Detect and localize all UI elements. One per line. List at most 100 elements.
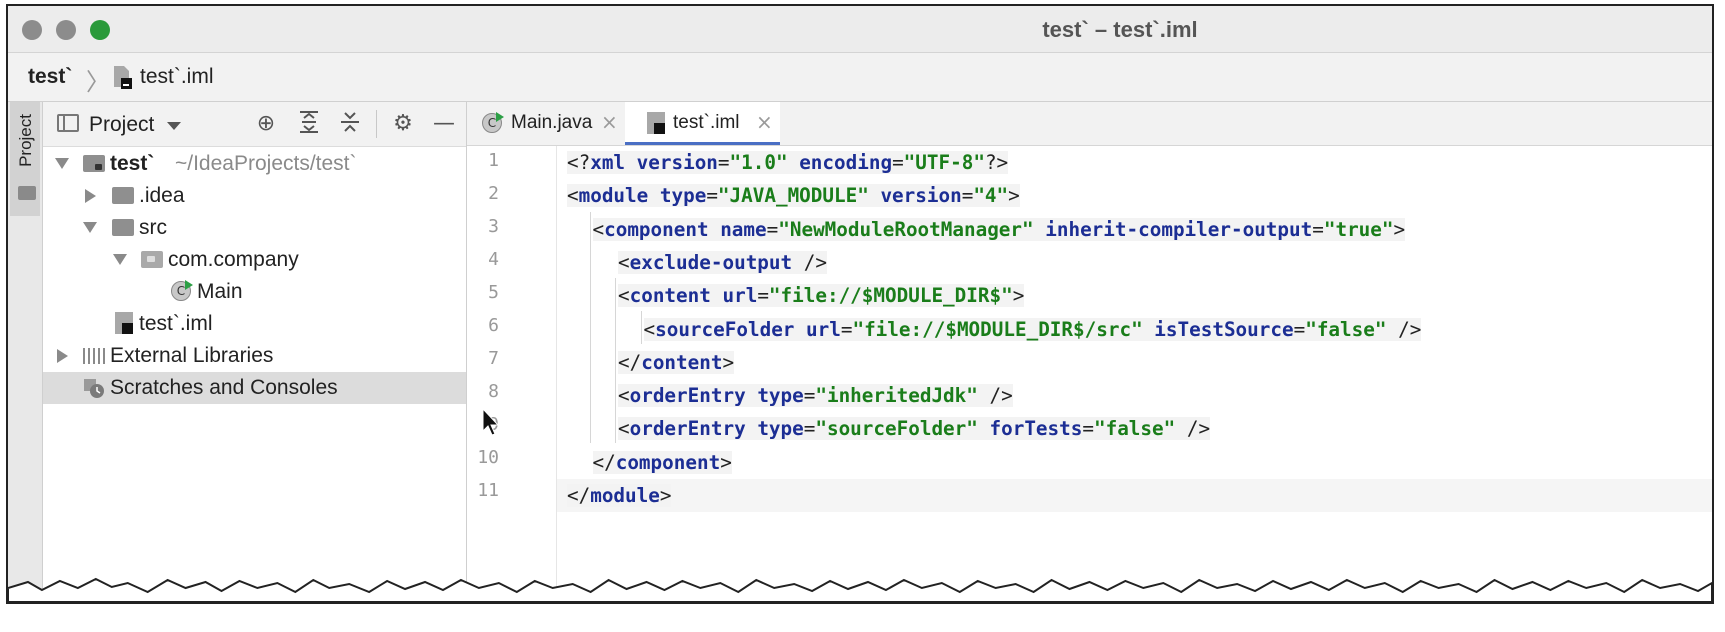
code-token: <? [567,151,591,174]
code-token: > [720,450,732,474]
indent-guide [590,212,591,443]
close-icon[interactable]: × [601,110,618,134]
code-token: = [717,151,730,174]
gear-icon[interactable]: ⚙ [393,111,413,136]
indent-guide [615,278,616,443]
tab-main-java[interactable]: C Main.java × [467,102,625,145]
code-line[interactable]: </module> [557,479,1712,512]
code-token: inherit-compiler-output [1045,217,1313,241]
code-token: content [641,350,723,374]
code-token [788,151,800,174]
line-number: 5 [488,282,499,303]
code-token [1034,218,1046,241]
breadcrumb-chevron-icon: 〉 [86,69,110,96]
code-token: = [961,184,974,208]
code-area[interactable]: <?xml version="1.0" encoding="UTF-8"?><m… [557,146,1712,602]
code-line-content: </component> [592,450,732,474]
code-line[interactable]: <?xml version="1.0" encoding="UTF-8"?> [557,146,1712,179]
code-line-content: </content> [618,350,735,374]
code-line[interactable]: <exclude-output /> [557,246,1712,279]
code-line[interactable]: </content> [557,346,1712,379]
code-token: = [766,217,779,241]
code-token: "false" [1093,417,1176,441]
project-tool-window-button[interactable]: Project [10,102,40,216]
code-token: "sourceFolder" [815,417,978,441]
locate-icon[interactable]: ⊕ [256,111,276,136]
minimize-window-button[interactable] [56,20,76,40]
code-token: ?> [984,151,1009,174]
code-token: module [590,484,660,507]
maximize-window-button[interactable] [90,20,110,40]
expanded-arrow-icon[interactable] [83,222,97,233]
tree-item-main-class[interactable]: C Main [43,276,466,308]
collapsed-arrow-icon[interactable] [85,189,96,203]
torn-edge [8,577,1712,602]
code-line[interactable]: <module type="JAVA_MODULE" version="4"> [557,179,1712,212]
code-line[interactable]: <content url="file://$MODULE_DIR$"> [557,279,1712,312]
code-token: type [757,384,804,408]
line-number: 7 [488,348,499,369]
iml-file-icon [115,312,133,334]
tree-item-iml-file[interactable]: test`.iml [43,308,466,340]
code-token: = [840,317,853,341]
expand-all-icon[interactable] [295,110,323,138]
tree-item-test-module[interactable]: test` ~/IdeaProjects/test` [43,148,466,180]
minimize-icon[interactable]: — [433,111,455,136]
navigation-bar: test` 〉 test`.iml [8,53,1712,102]
libraries-icon [83,348,107,364]
expanded-arrow-icon[interactable] [113,254,127,265]
code-token: = [892,151,904,174]
code-token: = [1312,217,1324,241]
code-line[interactable]: <component name="NewModuleRootManager" i… [557,213,1712,246]
close-window-button[interactable] [22,20,42,40]
title-bar: test` – test`.iml [8,6,1712,53]
code-token [746,417,758,440]
line-number-gutter: 1 2 3 4 5 6 7 8 9 10 11 [467,146,557,602]
line-number: 4 [488,249,499,270]
expanded-arrow-icon[interactable] [55,158,69,169]
code-token: </ [567,484,591,507]
code-line-content: <content url="file://$MODULE_DIR$"> [618,284,1025,308]
header-separator [376,110,377,138]
code-token [869,184,881,207]
collapsed-arrow-icon[interactable] [57,349,68,363]
code-token: > [659,484,672,507]
code-token: /> [977,384,1013,408]
code-token: url [806,317,841,341]
code-token: = [803,384,816,408]
collapse-all-icon[interactable] [336,110,364,138]
code-line[interactable]: <orderEntry type="sourceFolder" forTests… [557,412,1712,445]
code-line[interactable]: <sourceFolder url="file://$MODULE_DIR$/s… [557,313,1712,346]
chevron-down-icon[interactable] [167,122,181,130]
tree-item-src[interactable]: src [43,212,466,244]
code-token: "NewModuleRootManager" [778,217,1034,241]
code-token: "4" [973,184,1009,208]
project-view-selector[interactable]: Project [89,113,155,136]
tree-item-idea[interactable]: .idea [43,180,466,212]
tab-iml-file[interactable]: test`.iml × [625,102,780,145]
line-number: 6 [488,315,499,336]
code-token: = [1293,317,1306,341]
breadcrumb-root[interactable]: test` [28,65,73,88]
project-view-icon [57,114,79,132]
tree-item-path: ~/IdeaProjects/test` [175,152,357,175]
close-icon[interactable]: × [756,110,773,134]
tree-item-package[interactable]: com.company [43,244,466,276]
tree-item-scratches[interactable]: Scratches and Consoles [43,372,466,404]
code-token: exclude-output [629,250,793,274]
code-token [648,184,660,207]
code-token: "false" [1305,317,1387,341]
code-token: </ [592,450,616,474]
code-token: = [1082,417,1094,441]
code-token: "1.0" [729,151,788,174]
code-line[interactable]: </component> [557,446,1712,479]
code-token: url [722,284,758,308]
breadcrumb-file[interactable]: test`.iml [140,65,214,88]
tree-item-external-libraries[interactable]: External Libraries [43,340,466,372]
code-token: /> [1386,317,1422,341]
code-token: "file://$MODULE_DIR$/src" [852,317,1143,341]
line-number: 8 [488,381,499,402]
code-token: /> [1175,417,1211,441]
code-line[interactable]: <orderEntry type="inheritedJdk" /> [557,379,1712,412]
code-token: sourceFolder [655,317,795,341]
